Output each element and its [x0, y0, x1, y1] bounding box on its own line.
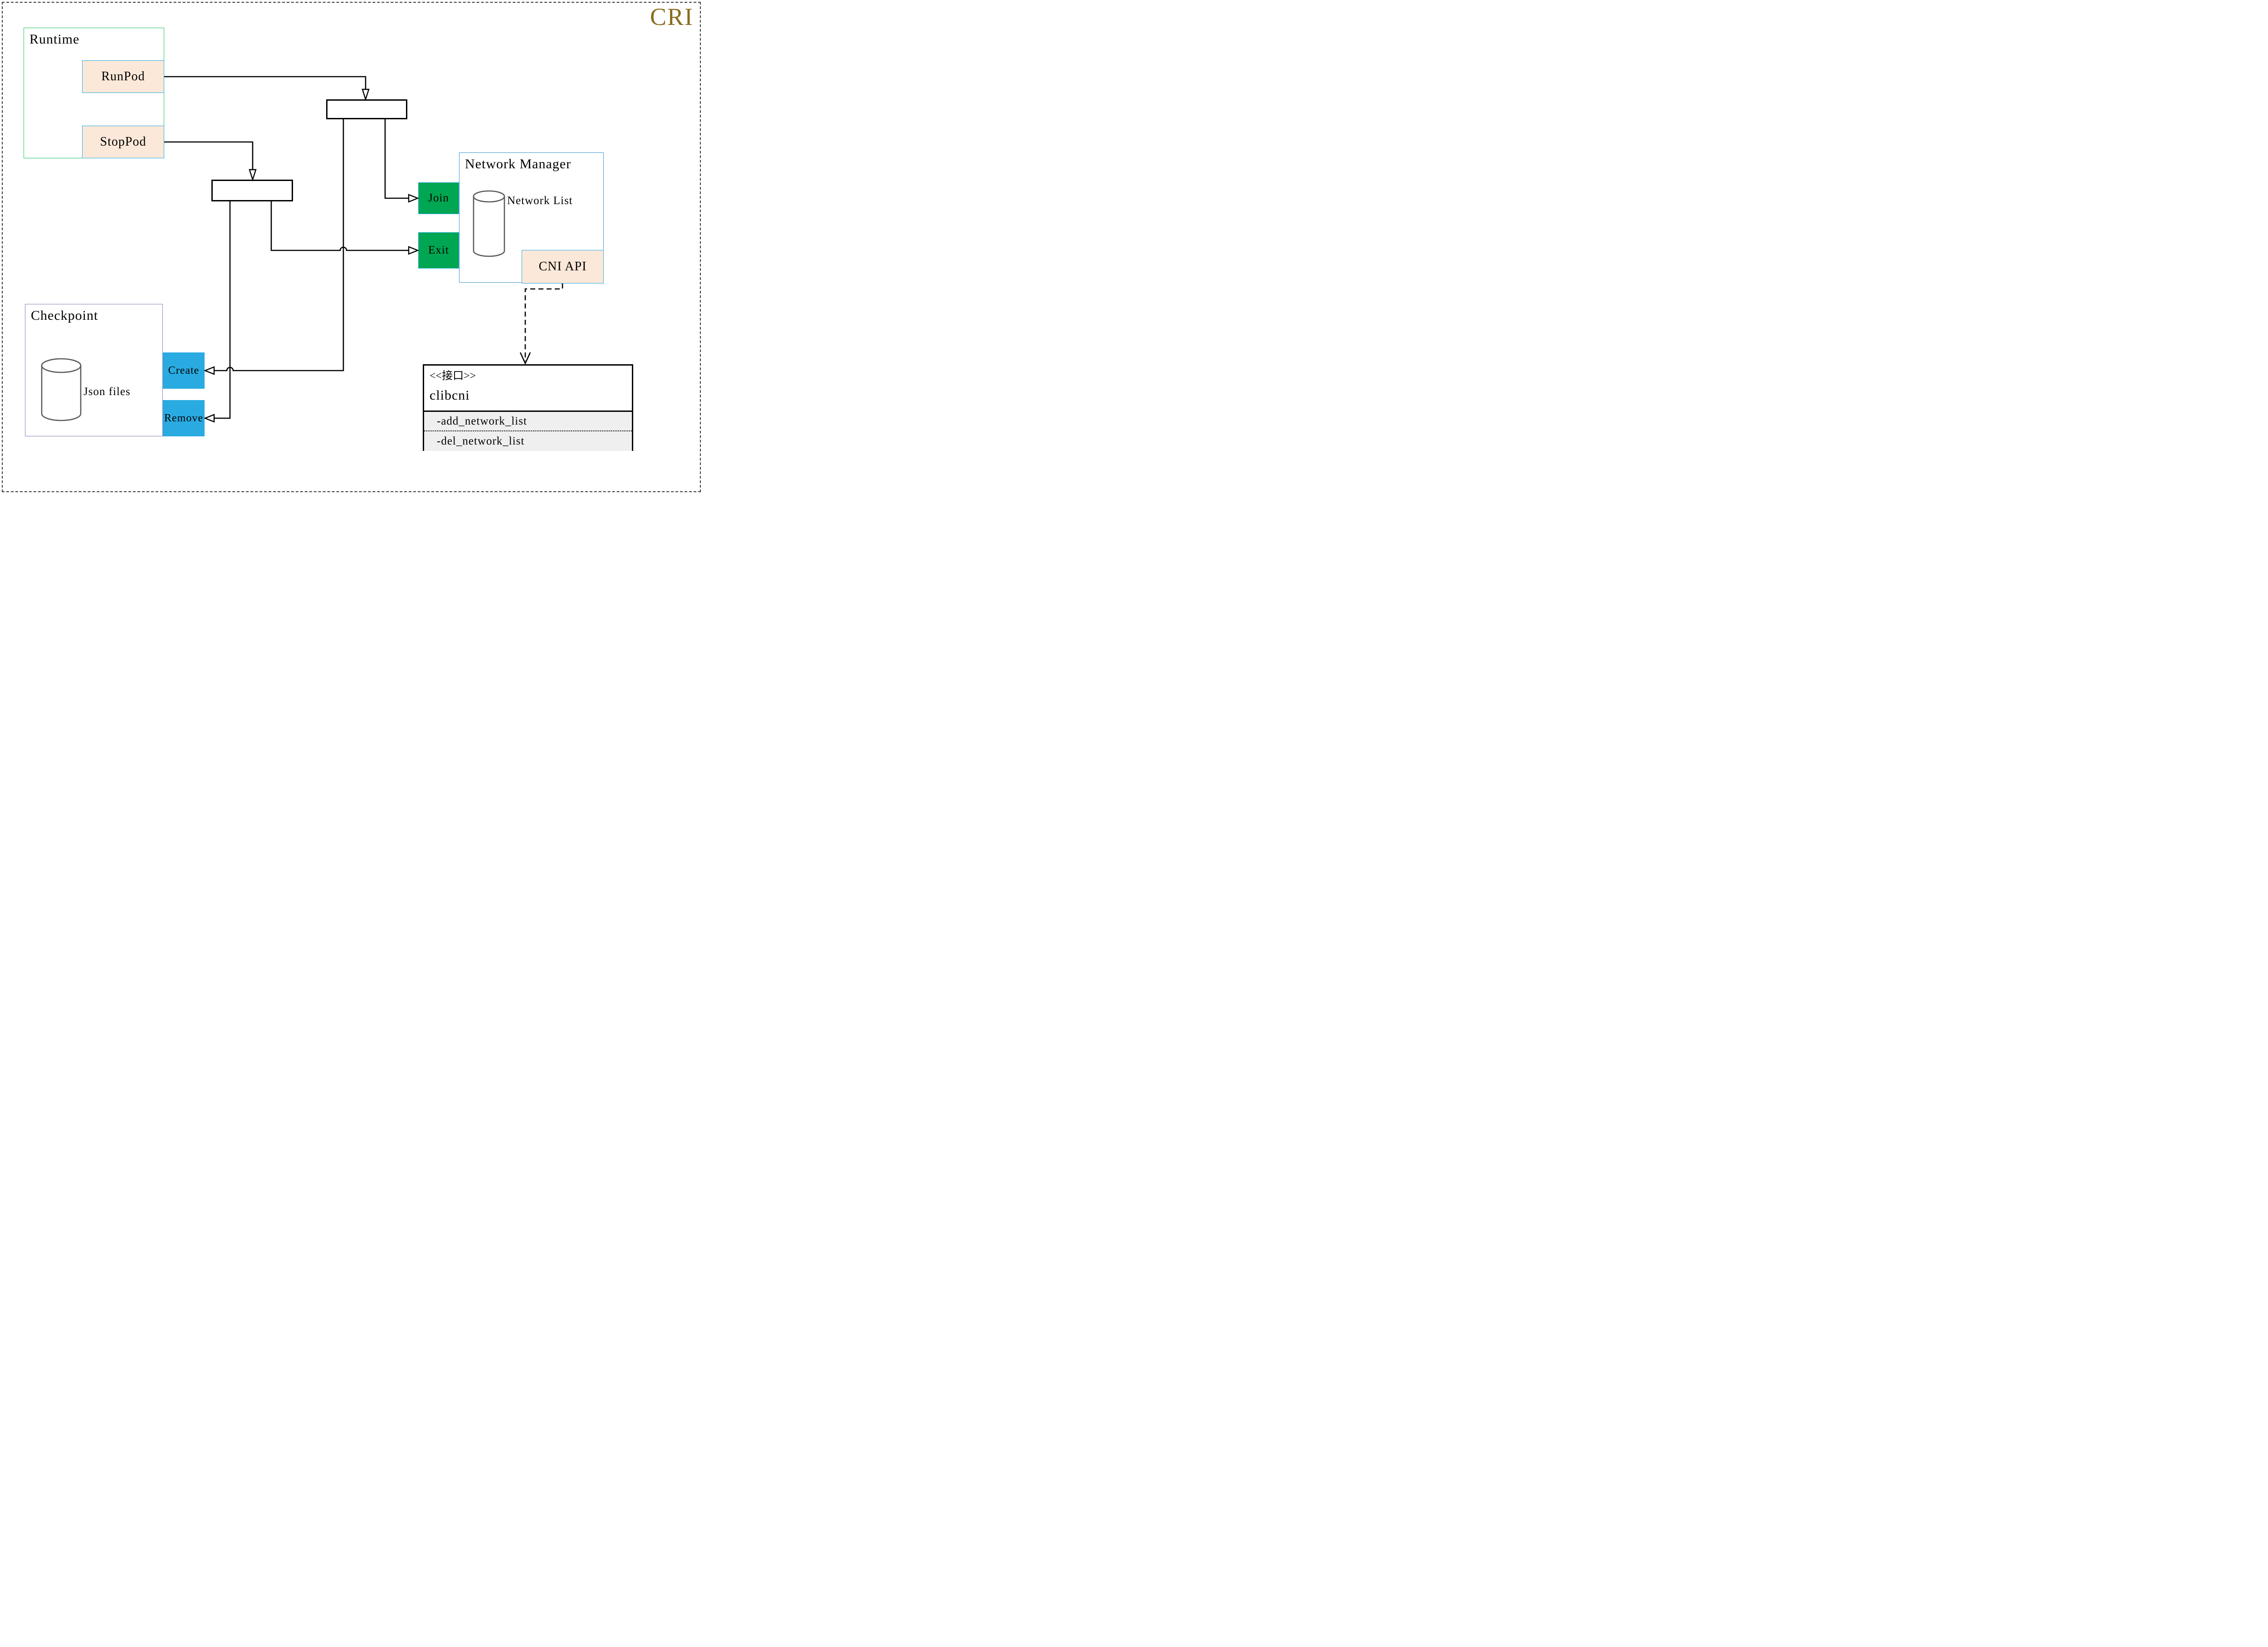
runpod-label: RunPod — [101, 69, 145, 83]
network-manager-label: Network Manager — [465, 156, 572, 171]
runpod-junction-arrowhead-icon — [362, 88, 370, 101]
stoppod-label: StopPod — [100, 135, 147, 149]
runpod-node: RunPod — [82, 60, 164, 93]
cni-api-node: CNI API — [522, 250, 604, 283]
junction-to-create-line — [214, 119, 344, 371]
exit-node: Exit — [418, 232, 459, 269]
runpod-junction-node — [326, 99, 407, 119]
stoppod-junction-arrowhead-icon — [249, 169, 257, 181]
remove-arrowhead-icon — [203, 414, 215, 423]
remove-label: Remove — [164, 412, 203, 424]
create-node: Create — [163, 352, 205, 389]
clibcni-interface-box: <<接口>> clibcni -add_network_list -del_ne… — [423, 364, 633, 451]
join-node: Join — [418, 182, 459, 214]
runtime-label: Runtime — [29, 32, 80, 47]
exit-arrowhead-icon — [408, 246, 420, 255]
cni-api-to-clibcni-dashed-line — [524, 283, 563, 361]
stoppod-to-junction-line — [164, 141, 254, 170]
json-files-label: Json files — [83, 386, 131, 398]
clibcni-method-add: -add_network_list — [424, 412, 632, 431]
clibcni-method-del: -del_network_list — [437, 435, 525, 447]
stoppod-node: StopPod — [82, 126, 164, 158]
stoppod-junction-node — [211, 180, 293, 201]
junction-to-remove-line — [214, 201, 231, 419]
join-label: Join — [428, 192, 449, 204]
clibcni-name: clibcni — [430, 388, 470, 403]
clibcni-methods-section: -add_network_list -del_network_list — [424, 412, 632, 451]
cri-architecture-diagram: CRI Runtime RunPod StopPod Network Manag… — [0, 0, 703, 494]
join-arrowhead-icon — [408, 194, 420, 203]
checkpoint-group-box: Checkpoint — [25, 304, 163, 436]
remove-node: Remove — [163, 400, 205, 436]
create-label: Create — [168, 364, 200, 376]
checkpoint-label: Checkpoint — [31, 308, 98, 323]
cni-api-label: CNI API — [538, 259, 587, 274]
diagram-title: CRI — [650, 3, 694, 30]
runpod-to-junction-line — [164, 76, 367, 89]
network-list-label: Network List — [507, 195, 573, 207]
exit-label: Exit — [428, 244, 449, 256]
clibcni-header: <<接口>> clibcni — [424, 366, 632, 412]
junction-to-exit-line — [270, 201, 409, 251]
junction-to-join-line — [384, 119, 409, 199]
clibcni-open-arrowhead-icon — [519, 352, 531, 365]
clibcni-stereotype: <<接口>> — [430, 370, 476, 382]
create-arrowhead-icon — [203, 366, 215, 375]
